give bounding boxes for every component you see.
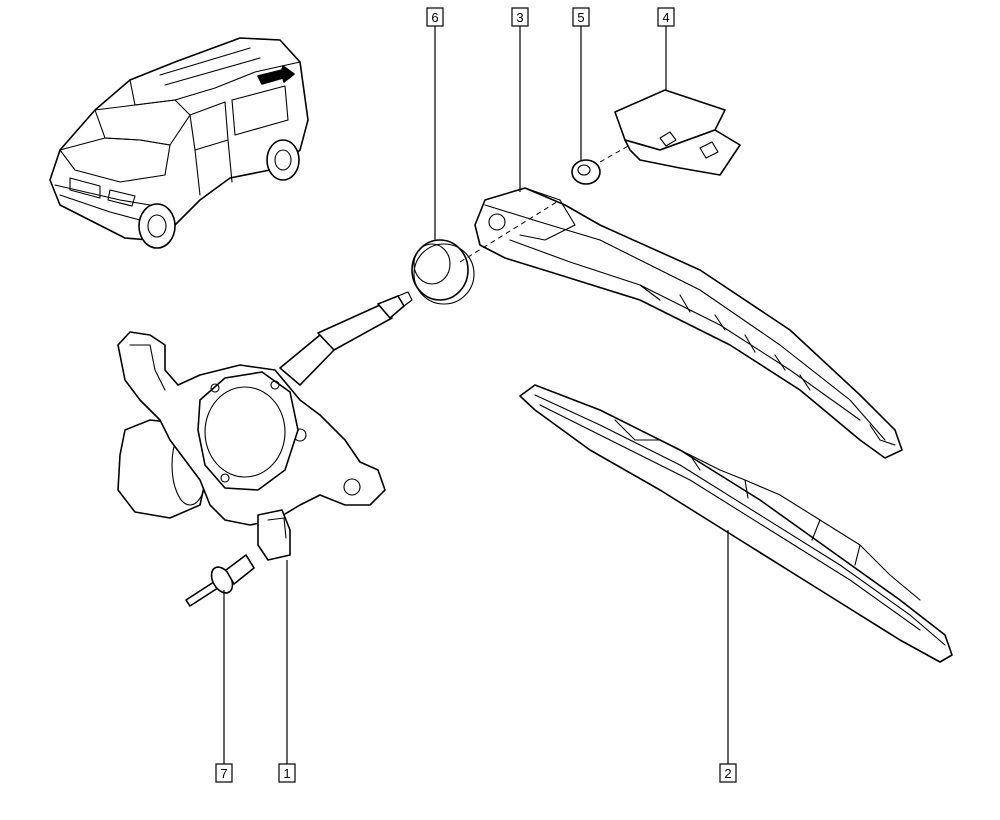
mounting-bolt [185, 554, 255, 607]
nut-cover-cap [614, 89, 741, 176]
callout-box-5 [572, 7, 590, 27]
callout-label-1: 1 [283, 766, 290, 781]
callout-label-7: 7 [220, 766, 227, 781]
wiper-blade [519, 384, 953, 663]
callout-label-6: 6 [431, 10, 438, 25]
callout-label-4: 4 [662, 10, 669, 25]
callout-box-1 [278, 763, 296, 783]
callout-label-3: 3 [516, 10, 523, 25]
callout-label-2: 2 [724, 766, 731, 781]
callout-box-2 [719, 763, 737, 783]
assembly-axis [459, 199, 561, 263]
callout-box-7 [215, 763, 233, 783]
callout-box-4 [657, 7, 675, 27]
arm-nut [571, 159, 601, 185]
assembly-axis-upper [599, 144, 631, 163]
callout-label-5: 5 [577, 10, 584, 25]
vehicle-illustration [49, 37, 309, 249]
shaft-seal [411, 239, 475, 305]
callout-box-6 [426, 7, 444, 27]
callout-box-3 [511, 7, 529, 27]
wiper-arm [474, 187, 903, 459]
wiper-motor [117, 291, 413, 561]
